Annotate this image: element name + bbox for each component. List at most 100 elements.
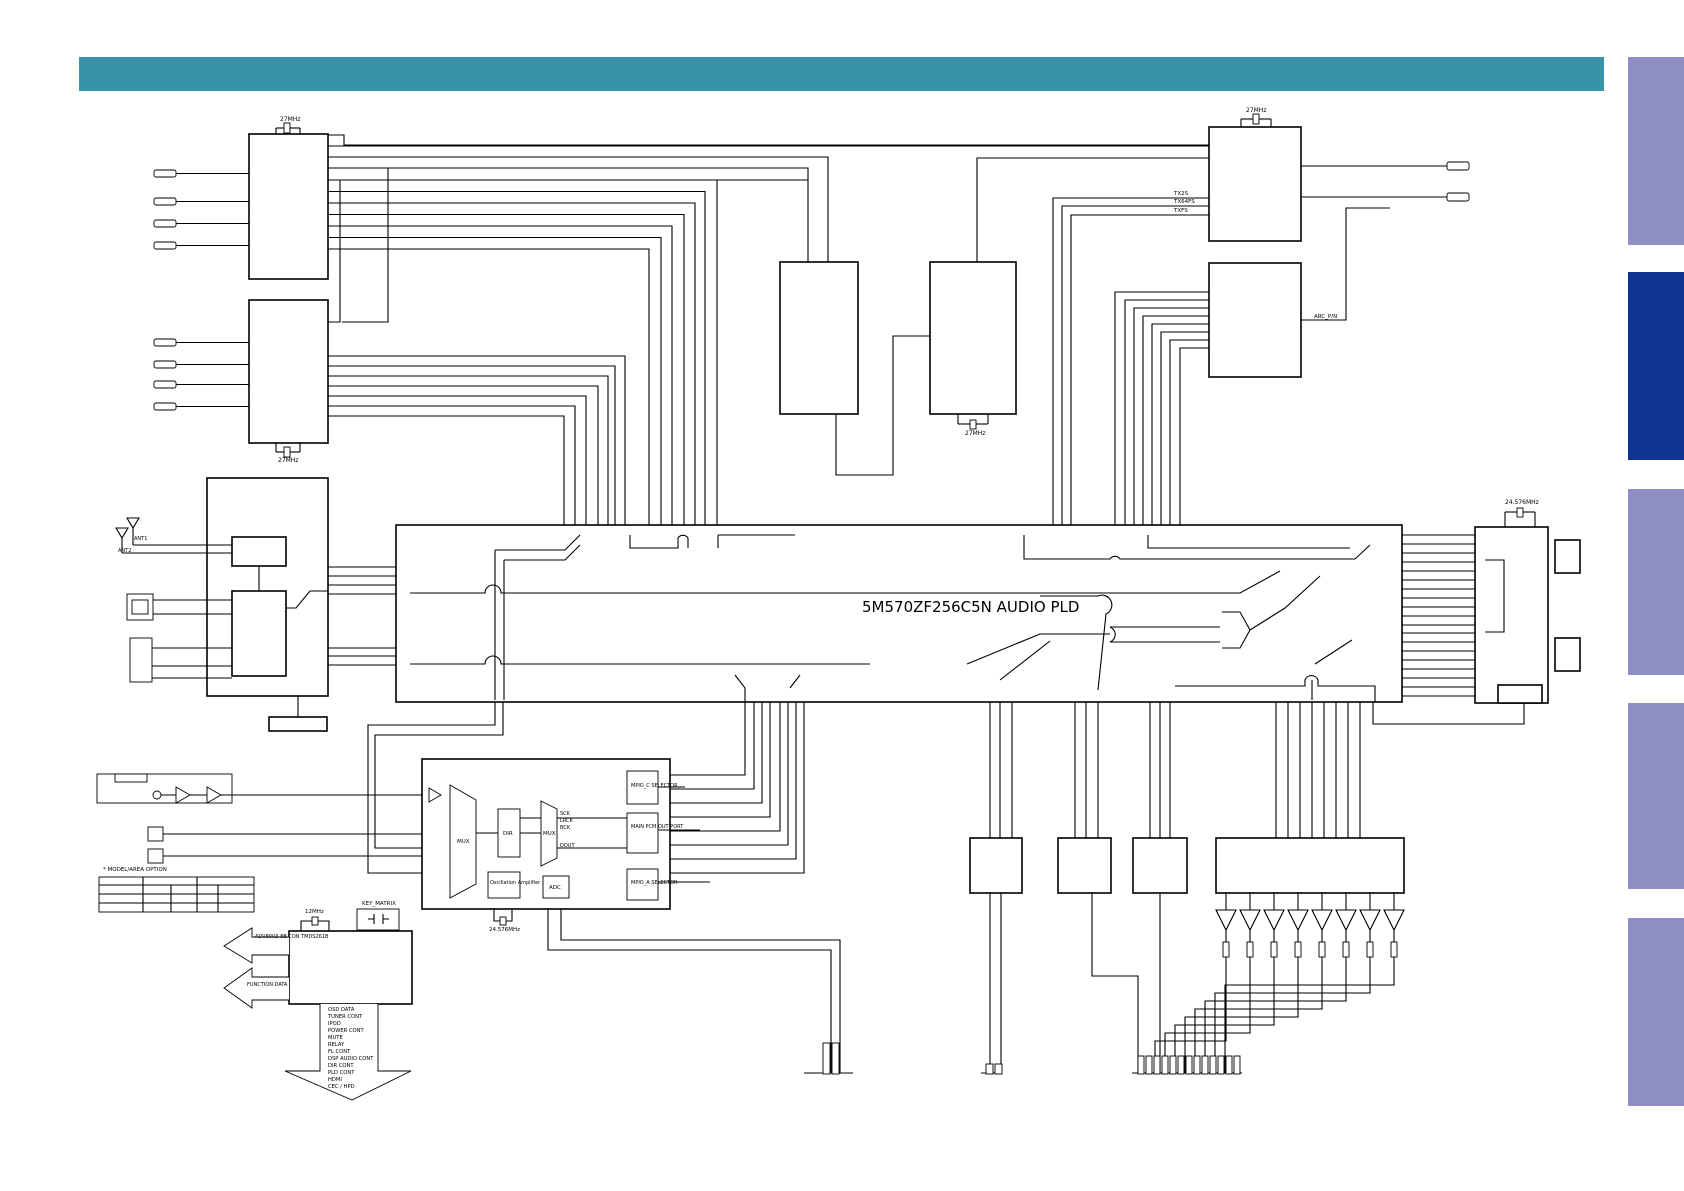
hdmi-out-connector-icon [1446,192,1470,202]
side-tab-2[interactable] [1628,272,1684,460]
pld-route [1109,626,1220,643]
rx-signal-line [328,236,662,525]
antenna-icons: ANT1 ANT2 [115,517,232,554]
tuner-block [231,536,287,567]
arc-receiver-block [1208,262,1302,378]
crystal-icon [969,419,977,430]
control-line-label: CEC / HPD [328,1084,355,1090]
dir-signal-line [670,702,789,846]
connector-pin-icon [1145,1055,1153,1075]
dac-array-block [1215,837,1405,894]
rx-signal-line [328,248,650,525]
control-line-label: OSD DATA [328,1007,355,1013]
amplifier-icon [1383,893,1405,942]
control-line-label: RELAY [328,1042,345,1048]
connector-pin-icon [1225,1055,1233,1075]
crystal-icon [1252,113,1260,125]
amplifier-icon [1263,893,1285,942]
amp-output-line [1224,957,1395,1073]
crystal-label: 27MHz [965,430,985,437]
crystal-label: 27MHz [1246,107,1266,114]
crystal-icon [283,122,291,134]
side-tab-5[interactable] [1628,918,1684,1106]
main-pcm-out-port [626,812,659,854]
resistor-icon [1294,941,1302,958]
pld-internal-routing [410,534,1376,702]
hdmi-connector-icon [153,380,177,389]
control-bus-arrow [284,1004,412,1101]
mpio-a-label: MPIO_A SELECTOR [631,880,678,886]
model-area-table [98,876,255,913]
hdmi-tx-block [1208,126,1302,242]
connector-pin-icon [831,1042,840,1075]
crystal-label: 24.576MHz [1505,499,1539,506]
hdmi-connector-icon [153,360,177,369]
tx-signal-label: TXFS [1173,208,1188,214]
pld-route [1311,639,1353,700]
connector-pin-icon [1217,1055,1225,1075]
connector-pin-icon [1177,1055,1185,1075]
hdmi-out-connector-icon [1446,161,1470,171]
pld-route [966,575,1321,681]
output-driver-block [969,837,1023,894]
mpio-c-selector [626,770,659,805]
scaler-block [929,261,1017,415]
arc-signal-label: ARC_P/N [1314,314,1337,320]
mpio-c-label: MPIO_C SELECTOR [631,783,678,789]
amp-output-line [1214,957,1371,1073]
dir-signal-line [670,702,797,860]
tx-signal-label: TX64FS [1173,199,1195,205]
connector-pin-icon [1193,1055,1201,1075]
dir-signal-line [367,702,504,874]
mux-label: MUX [457,839,470,845]
connector-pin-icon [1209,1055,1217,1075]
side-tab-3[interactable] [1628,489,1684,675]
dac-sub-block [1554,637,1581,672]
input-buffer-icon [428,787,442,803]
control-line-label: DSP AUDIO CONT [328,1056,374,1062]
resistor-icon [1390,941,1398,958]
crystal-icon [283,446,291,458]
osc-amp-label: Oscillation Amplifier [490,880,541,886]
mux-label: MUX [543,831,556,837]
main-chip-label: 5M570ZF256C5N AUDIO PLD [862,598,1079,616]
side-tab-1[interactable] [1628,57,1684,245]
arc-signal-line [1160,331,1209,525]
main-pcm-label: MAIN PCM OUT PORT [631,824,684,830]
control-line-label: MUTE [328,1035,343,1041]
amp-output-line [1184,957,1299,1073]
control-line-label: FL CONT [328,1049,351,1055]
network-jack-inner [131,599,149,615]
resistor-icon [1222,941,1230,958]
side-tab-4[interactable] [1628,703,1684,889]
header-bar [79,57,1604,91]
tx-signal-label: TX2S [1173,191,1189,197]
connector-pin-icon [1185,1055,1193,1075]
amplifier-icon [1215,893,1237,942]
rx-signal-line [328,405,576,525]
dir-signal-line [670,702,805,874]
key-matrix-label: KEY_MATRIX [362,901,396,907]
rx-signal-line [328,179,718,525]
oscillation-amplifier [487,871,521,899]
pld-route [1040,594,1113,691]
connector-pin-icon [1169,1055,1177,1075]
arc-signal-line [1124,299,1209,525]
dir-signal-line [670,702,746,776]
interface-controller-block [231,590,287,677]
control-line-label: HDMI [328,1077,342,1083]
video-processor-block [779,261,859,415]
amp-output-line [1164,957,1251,1073]
input-mux-shape [449,784,477,899]
crystal-label: 12MHz [305,909,324,915]
arc-signal-line [1142,315,1209,525]
hdmi-connector-icon [153,197,177,206]
resistor-icon [1270,941,1278,958]
signal-label: DOUT [560,843,575,849]
hdmi-connector-icon [153,169,177,178]
arc-signal-line [1179,347,1209,525]
resistor-icon [1366,941,1374,958]
adc-label: ADC [549,885,561,891]
amplifier-icon [1311,893,1333,942]
pld-route [734,674,1376,702]
